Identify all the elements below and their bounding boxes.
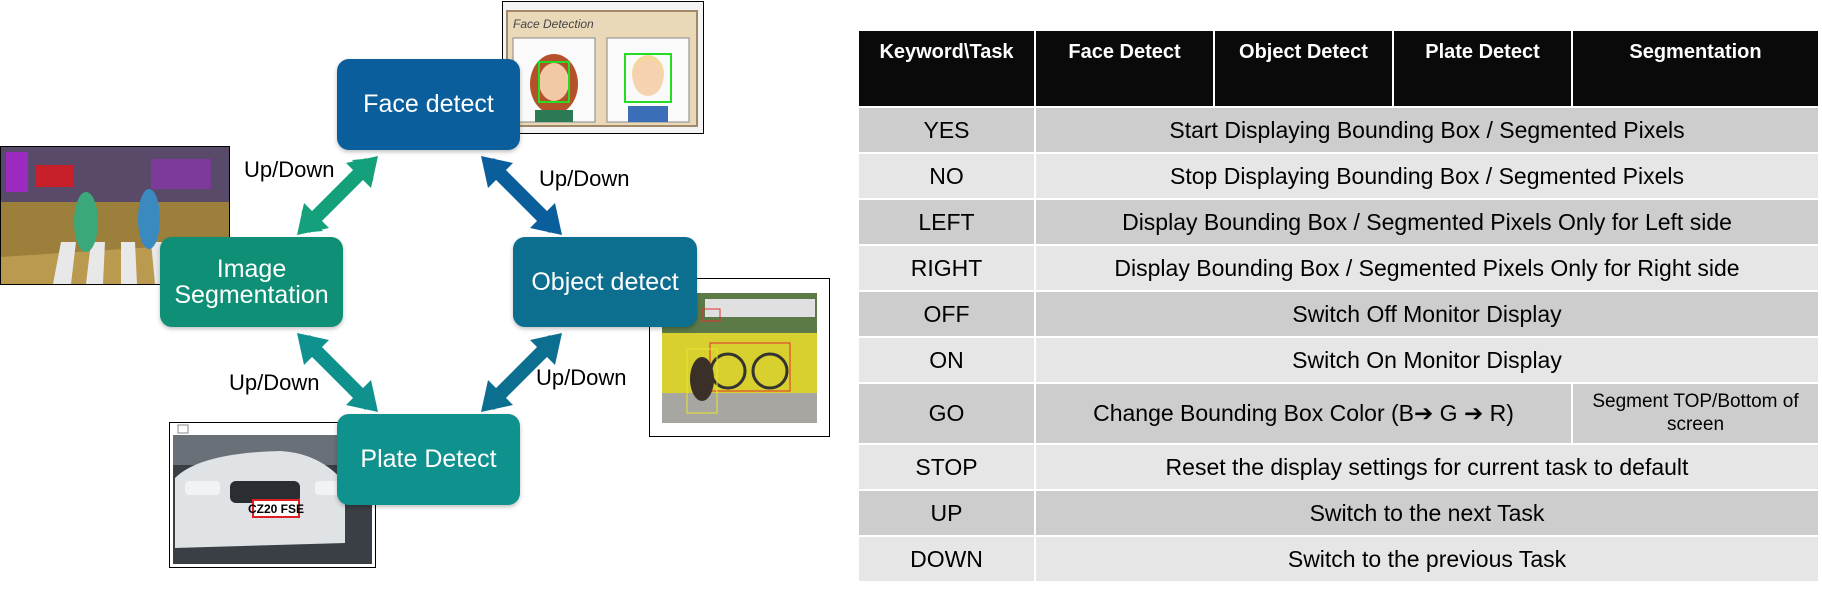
row-keyword: ON bbox=[859, 338, 1034, 382]
arrow-face-object bbox=[481, 156, 562, 235]
row-description: Switch On Monitor Display bbox=[1036, 338, 1818, 382]
table-header-row: Keyword\Task Face Detect Object Detect P… bbox=[859, 31, 1818, 106]
arrow-label-object-plate: Up/Down bbox=[536, 365, 627, 390]
table-row: GO Change Bounding Box Color (B➔ G ➔ R) … bbox=[859, 384, 1818, 443]
diagram-canvas bbox=[297, 156, 562, 412]
arrow-segmentation-plate bbox=[297, 333, 378, 412]
table-row: YES Start Displaying Bounding Box / Segm… bbox=[859, 108, 1818, 152]
node-image-segmentation: Image Segmentation bbox=[160, 237, 343, 327]
row-keyword: NO bbox=[859, 154, 1034, 198]
face-detection-thumbnail: Face Detection bbox=[502, 1, 704, 134]
row-keyword: LEFT bbox=[859, 200, 1034, 244]
row-keyword: OFF bbox=[859, 292, 1034, 336]
header-plate-detect: Plate Detect bbox=[1394, 31, 1571, 106]
row-description: Switch to the next Task bbox=[1036, 491, 1818, 535]
table-row: UP Switch to the next Task bbox=[859, 491, 1818, 535]
face-thumbnail-title: Face Detection bbox=[513, 17, 594, 31]
table-row: STOP Reset the display settings for curr… bbox=[859, 445, 1818, 489]
arrow-label-segmentation-plate: Up/Down bbox=[229, 370, 320, 395]
row-description: Change Bounding Box Color (B➔ G ➔ R) bbox=[1036, 384, 1571, 443]
node-plate-detect: Plate Detect bbox=[337, 414, 520, 505]
header-keyword-task: Keyword\Task bbox=[859, 31, 1034, 106]
row-keyword: UP bbox=[859, 491, 1034, 535]
node-face-detect: Face detect bbox=[337, 59, 520, 150]
table-row: RIGHT Display Bounding Box / Segmented P… bbox=[859, 246, 1818, 290]
row-description: Switch to the previous Task bbox=[1036, 537, 1818, 581]
license-plate-text: CZ20 FSE bbox=[248, 502, 304, 516]
header-face-detect: Face Detect bbox=[1036, 31, 1213, 106]
row-description: Reset the display settings for current t… bbox=[1036, 445, 1818, 489]
row-keyword: RIGHT bbox=[859, 246, 1034, 290]
row-description: Stop Displaying Bounding Box / Segmented… bbox=[1036, 154, 1818, 198]
row-description: Start Displaying Bounding Box / Segmente… bbox=[1036, 108, 1818, 152]
header-object-detect: Object Detect bbox=[1215, 31, 1392, 106]
row-segmentation-note: Segment TOP/Bottom of screen bbox=[1573, 384, 1818, 443]
arrow-label-face-object: Up/Down bbox=[539, 166, 630, 191]
table-row: ON Switch On Monitor Display bbox=[859, 338, 1818, 382]
row-description: Display Bounding Box / Segmented Pixels … bbox=[1036, 200, 1818, 244]
keyword-task-table: Keyword\Task Face Detect Object Detect P… bbox=[857, 29, 1820, 583]
table-row: LEFT Display Bounding Box / Segmented Pi… bbox=[859, 200, 1818, 244]
arrow-object-plate bbox=[481, 333, 562, 412]
arrow-label-face-segmentation: Up/Down bbox=[244, 157, 335, 182]
row-description: Display Bounding Box / Segmented Pixels … bbox=[1036, 246, 1818, 290]
table-row: OFF Switch Off Monitor Display bbox=[859, 292, 1818, 336]
row-keyword: STOP bbox=[859, 445, 1034, 489]
row-keyword: GO bbox=[859, 384, 1034, 443]
table-row: DOWN Switch to the previous Task bbox=[859, 537, 1818, 581]
header-segmentation: Segmentation bbox=[1573, 31, 1818, 106]
row-description: Switch Off Monitor Display bbox=[1036, 292, 1818, 336]
row-keyword: YES bbox=[859, 108, 1034, 152]
node-object-detect: Object detect bbox=[513, 237, 697, 327]
arrow-face-segmentation bbox=[297, 156, 378, 235]
table-row: NO Stop Displaying Bounding Box / Segmen… bbox=[859, 154, 1818, 198]
row-keyword: DOWN bbox=[859, 537, 1034, 581]
